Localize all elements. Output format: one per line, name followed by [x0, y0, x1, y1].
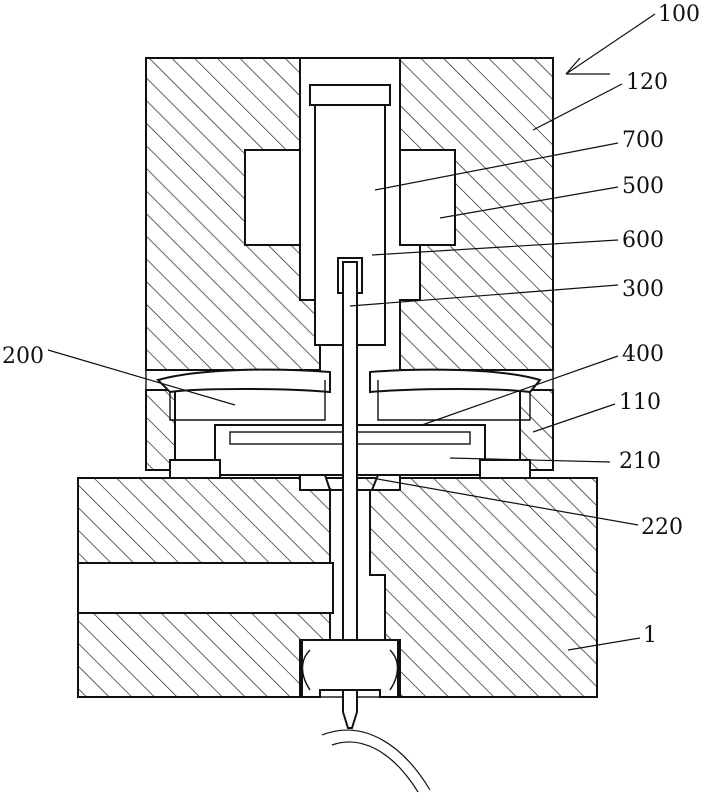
- fluid-stream: [322, 730, 430, 792]
- bushing-500-right: [400, 150, 455, 245]
- foot-left: [170, 460, 220, 478]
- base-channel: [78, 563, 333, 613]
- label-120: 120: [626, 72, 668, 94]
- middle-housing-110-right: [520, 390, 553, 470]
- label-210: 210: [619, 451, 661, 473]
- label-500: 500: [622, 176, 664, 198]
- diaphragm-200: [158, 370, 330, 392]
- base-block-1-lower: [78, 613, 330, 697]
- label-400: 400: [622, 344, 664, 366]
- label-200: 200: [2, 346, 44, 368]
- bushing-500-left: [245, 150, 300, 245]
- label-700: 700: [622, 130, 664, 152]
- lower-fitting: [302, 640, 398, 697]
- label-600: 600: [622, 230, 664, 252]
- label-100: 100: [658, 4, 700, 26]
- top-plug: [310, 85, 390, 105]
- label-1: 1: [643, 625, 657, 647]
- label-220: 220: [641, 517, 683, 539]
- diaphragm-400: [370, 370, 540, 392]
- foot-right: [480, 460, 530, 478]
- label-110: 110: [619, 392, 661, 414]
- label-300: 300: [622, 279, 664, 301]
- leader-100: [566, 14, 655, 74]
